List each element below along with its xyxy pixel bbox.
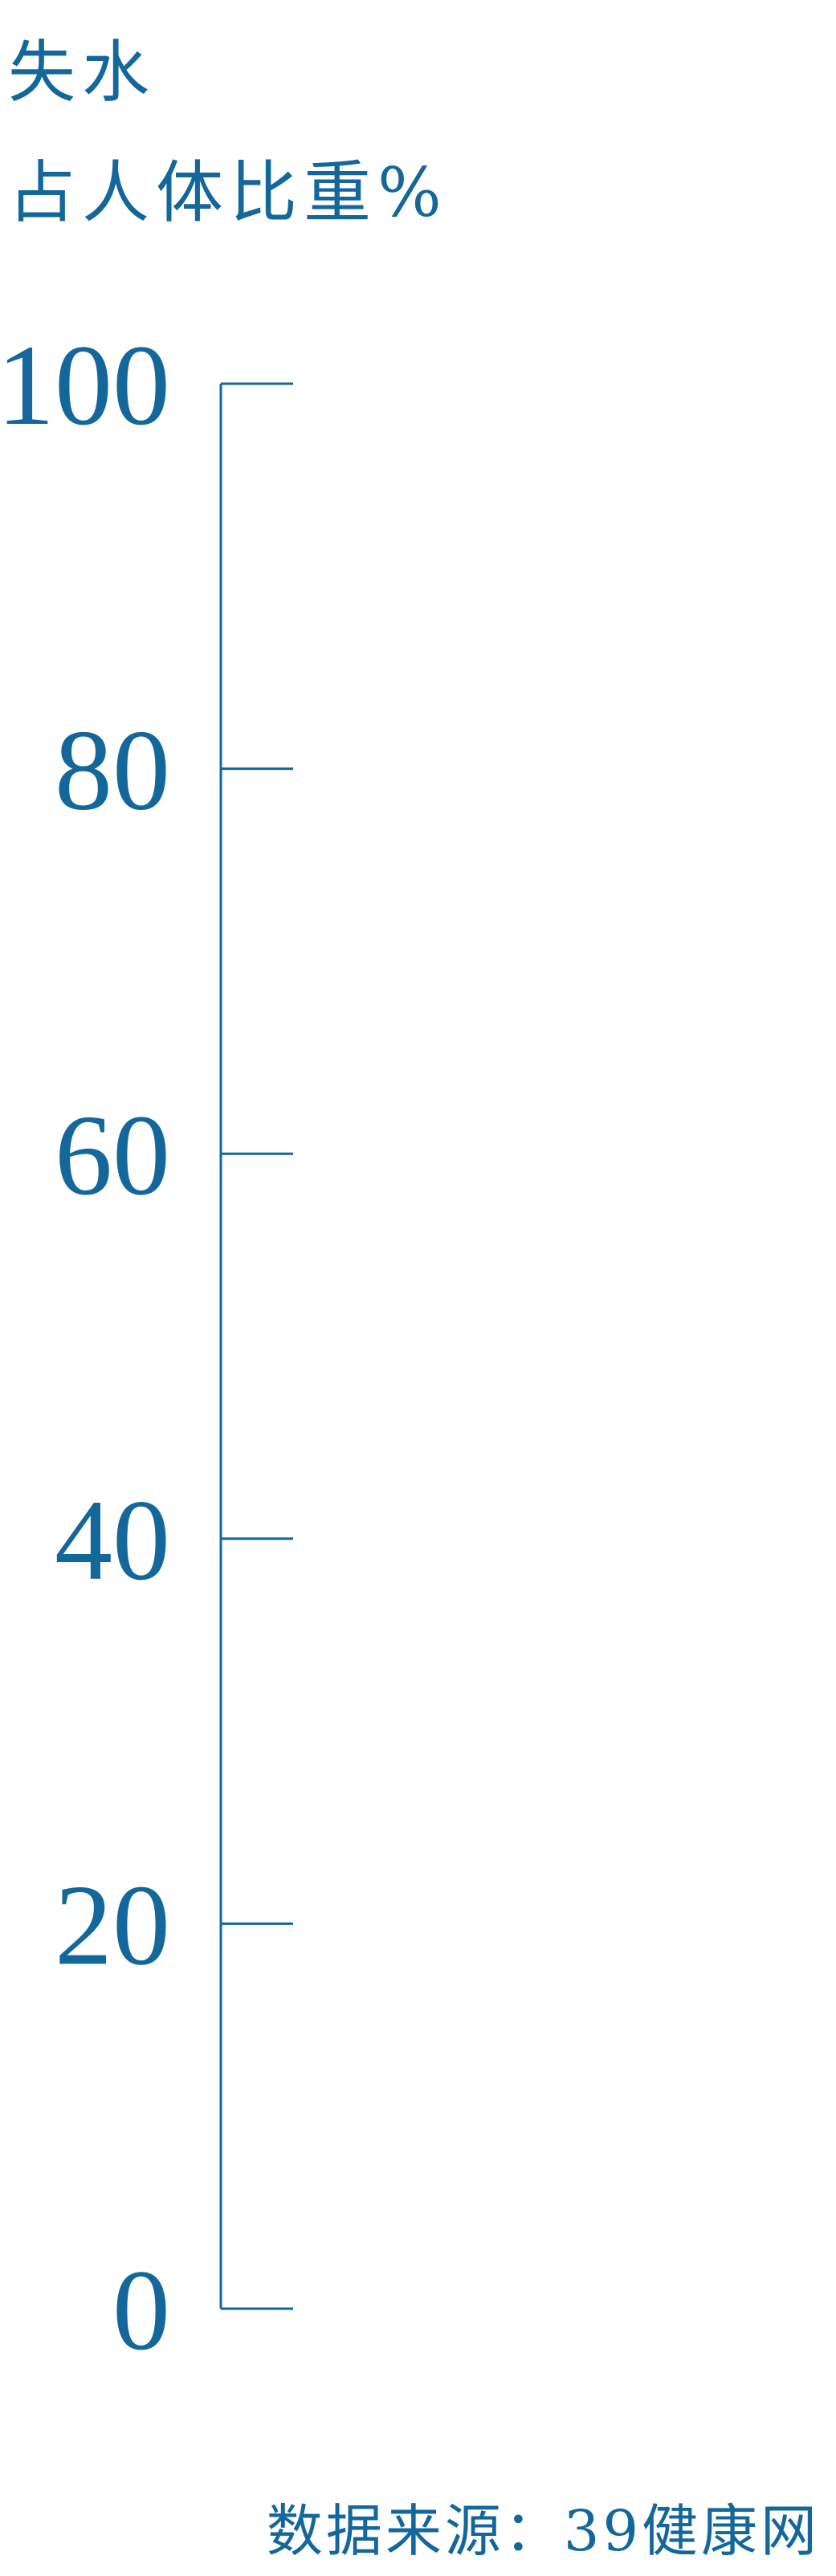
y-tick-label: 20 (55, 1862, 170, 1989)
chart-title-line-1: 失水 (8, 33, 157, 112)
y-tick-label: 40 (55, 1477, 170, 1605)
data-source-note: 数据来源：39健康网 (266, 2498, 820, 2564)
y-tick-label: 100 (0, 322, 170, 450)
y-tick-label: 60 (55, 1092, 170, 1219)
y-tick-label: 0 (112, 2247, 170, 2375)
y-tick-label: 80 (55, 707, 170, 835)
chart-title-line-2: 占人体比重% (8, 153, 448, 232)
